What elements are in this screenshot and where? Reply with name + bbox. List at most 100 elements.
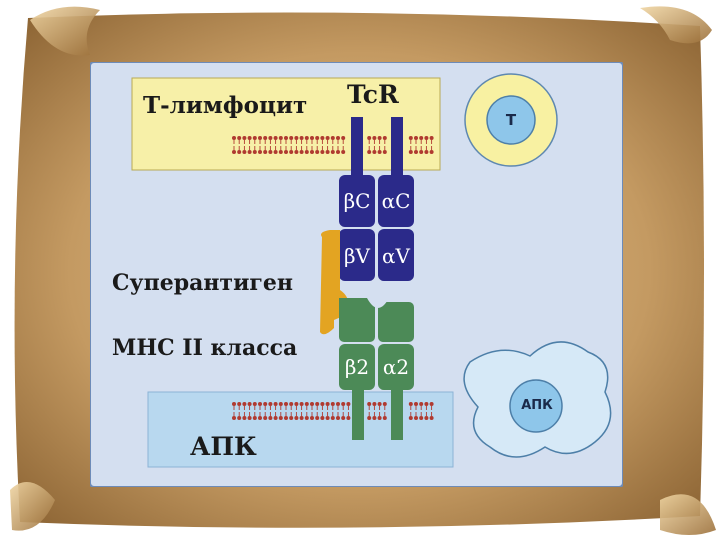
lipid-head: [268, 402, 273, 406]
lipid-head: [382, 416, 387, 420]
apc-bar-label: АПК: [190, 432, 257, 461]
lipid-head: [263, 150, 268, 154]
lipid-head: [268, 136, 273, 140]
lipid-head: [278, 150, 283, 154]
lipid-head: [414, 136, 418, 140]
lipid-head: [242, 150, 247, 154]
lipid-head: [320, 150, 325, 154]
lipid-head: [310, 136, 314, 140]
mhc-label: МНС II класса: [112, 335, 298, 361]
lipid-head: [247, 416, 252, 420]
lipid-head: [278, 416, 283, 420]
lipid-head: [242, 136, 247, 140]
lipid-head: [424, 136, 429, 140]
lipid-head: [304, 150, 309, 154]
lipid-head: [284, 150, 288, 154]
lipid-head: [341, 416, 346, 420]
lipid-head: [315, 150, 320, 154]
lipid-head: [419, 402, 424, 406]
lipid-head: [429, 416, 434, 420]
t-membrane-box: [131, 77, 441, 171]
lipid-head: [278, 136, 283, 140]
lipid-head: [336, 150, 340, 154]
lipid-head: [263, 416, 268, 420]
lipid-head: [414, 402, 418, 406]
lipid-head: [325, 416, 330, 420]
mhc-beta2-domain: [339, 344, 375, 390]
lipid-head: [419, 150, 424, 154]
lipid-head: [289, 150, 294, 154]
lipid-head: [382, 150, 387, 154]
lipid-head: [252, 402, 257, 406]
tcr-beta-c-domain: [339, 175, 375, 227]
lipid-head: [294, 416, 299, 420]
lipid-head: [429, 136, 434, 140]
t-cell-nucleus: [486, 95, 536, 145]
mhc-alpha-stalk: [391, 388, 403, 440]
lipid-head: [237, 416, 242, 420]
lipid-head: [330, 416, 335, 420]
lipid-head: [330, 136, 335, 140]
mhc-beta2-label: β2: [344, 355, 370, 379]
lipid-head: [336, 136, 340, 140]
lipid-head: [330, 150, 335, 154]
scroll-curl-top-right: [640, 6, 712, 44]
lipid-head: [252, 150, 257, 154]
lipid-head: [268, 150, 273, 154]
lipid-head: [414, 416, 418, 420]
lipid-head: [258, 416, 262, 420]
lipid-head: [284, 402, 288, 406]
lipid-head: [294, 402, 299, 406]
lipid-head: [330, 402, 335, 406]
lipid-head: [247, 402, 252, 406]
lipid-head: [310, 150, 314, 154]
t-membrane-lipid-bilayer: [232, 136, 434, 154]
lipid-head: [284, 416, 288, 420]
lipid-head: [232, 136, 236, 140]
apc-cell-label: АПК: [521, 398, 553, 413]
lipid-head: [315, 416, 320, 420]
lipid-head: [263, 402, 268, 406]
mhc-alpha-groove-domain: [378, 302, 414, 342]
tcr-alpha-v-label: αV: [382, 244, 410, 268]
lipid-head: [325, 150, 330, 154]
lipid-head: [304, 416, 309, 420]
lipid-head: [372, 136, 377, 140]
lipid-head: [408, 150, 413, 154]
lipid-head: [258, 150, 262, 154]
lipid-head: [273, 402, 278, 406]
lipid-head: [304, 136, 309, 140]
t-lymphocyte-label: Т-лимфоцит: [143, 92, 308, 119]
lipid-head: [232, 402, 236, 406]
lipid-head: [341, 150, 346, 154]
lipid-head: [242, 416, 247, 420]
apc-cell-nucleus: [509, 379, 563, 433]
lipid-head: [268, 416, 273, 420]
tcr-beta-v-domain: [339, 229, 375, 281]
superantigen-label: Суперантиген: [112, 270, 293, 296]
lipid-head: [325, 402, 330, 406]
lipid-head: [320, 136, 325, 140]
lipid-head: [315, 136, 320, 140]
lipid-head: [382, 402, 387, 406]
lipid-head: [232, 150, 236, 154]
lipid-head: [341, 402, 346, 406]
lipid-head: [408, 402, 413, 406]
mhc-beta-groove-domain: [339, 302, 375, 342]
mhc-beta-stalk: [352, 388, 364, 440]
t-cell-label: T: [505, 111, 517, 129]
lipid-head: [247, 136, 252, 140]
lipid-head: [294, 150, 299, 154]
lipid-head: [336, 402, 340, 406]
lipid-head: [346, 416, 351, 420]
mhc-groove-notch: [367, 298, 389, 308]
tcr-alpha-v-domain: [378, 229, 414, 281]
lipid-head: [424, 416, 429, 420]
lipid-head: [247, 150, 252, 154]
tcr-beta-c-label: βC: [343, 189, 371, 213]
lipid-head: [232, 416, 236, 420]
lipid-head: [310, 416, 314, 420]
lipid-head: [273, 136, 278, 140]
lipid-head: [429, 150, 434, 154]
lipid-head: [294, 136, 299, 140]
